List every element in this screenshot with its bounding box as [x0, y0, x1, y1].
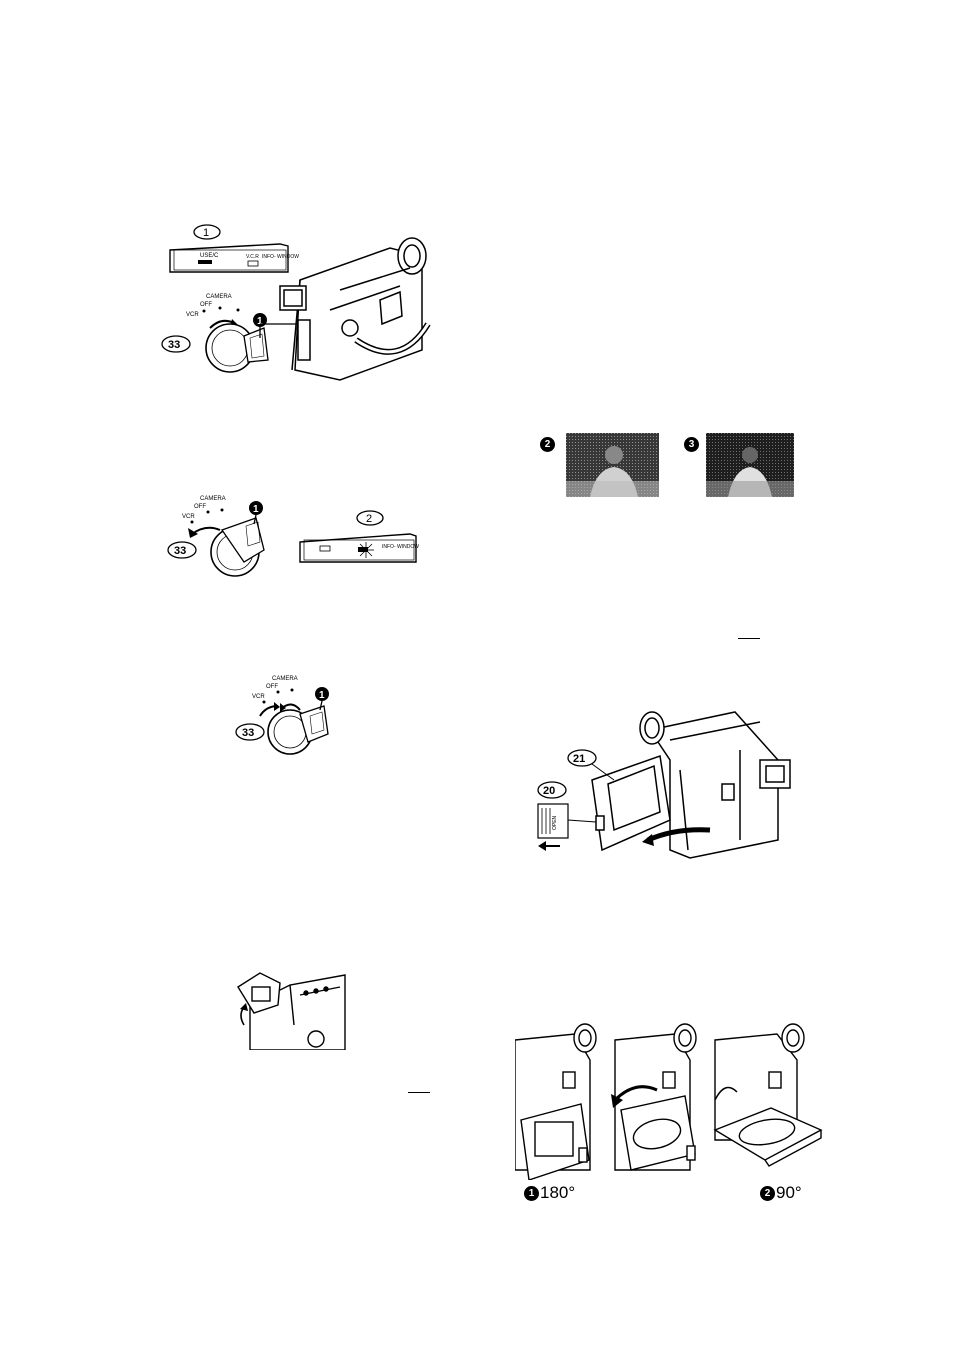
ref-number: 21	[573, 753, 585, 765]
underline-mark	[738, 638, 760, 639]
dial-off-label: OFF	[200, 302, 212, 308]
figure-camera-mode-dial: 1 USE/C V.C.R INFO- WINDOW CAMERA OFF VC…	[160, 220, 440, 385]
angle-label: 180°	[540, 1183, 575, 1202]
marker-2: 2	[760, 1186, 775, 1201]
dial-off-label: OFF	[194, 504, 206, 510]
figure-dial-vcr: CAMERA OFF VCR 33 1 2 INFO- WINDOW	[160, 490, 425, 585]
underline-mark	[408, 1092, 430, 1093]
dial-camera-label: CAMERA	[200, 496, 226, 502]
marker-3: 3	[684, 437, 699, 452]
marker-1: 1	[257, 316, 263, 327]
panel-label: INFO- WINDOW	[382, 544, 419, 550]
marker-1: 1	[319, 690, 325, 701]
marker-1: 1	[253, 504, 259, 515]
dial-vcr-label: VCR	[182, 514, 195, 520]
dial-off-label: OFF	[266, 684, 278, 690]
ref-number: 2	[366, 513, 372, 525]
screen-thumbnail	[706, 433, 794, 497]
marker-2: 2	[540, 437, 555, 452]
dial-camera-label: CAMERA	[206, 294, 232, 300]
dial-vcr-label: VCR	[186, 312, 199, 318]
panel-label: V.C.R	[246, 254, 259, 260]
figure-lcd-open: 21 20 OPEN	[530, 700, 805, 860]
rotation-panel-1	[515, 1024, 596, 1180]
ref-number: 33	[242, 727, 254, 739]
ref-number: 1	[203, 227, 209, 239]
angle-label: 90°	[776, 1183, 802, 1202]
rotation-panel-2	[615, 1024, 696, 1170]
marker-1: 1	[524, 1186, 539, 1201]
dial-camera-label: CAMERA	[272, 676, 298, 682]
ref-number: 33	[174, 545, 186, 557]
ref-number: 33	[168, 339, 180, 351]
dial-vcr-label: VCR	[252, 694, 265, 700]
figure-lcd-rotation	[515, 1020, 835, 1180]
open-label: OPEN	[552, 815, 558, 830]
panel-label: USE/C	[200, 253, 219, 259]
panel-label: INFO- WINDOW	[262, 254, 299, 260]
figure-dial-turn: CAMERA OFF VCR 33 1	[230, 670, 350, 760]
rotation-panel-3	[715, 1024, 821, 1166]
screen-thumbnail	[566, 433, 659, 497]
figure-viewfinder-tilt	[230, 965, 355, 1050]
ref-number: 20	[543, 785, 555, 797]
